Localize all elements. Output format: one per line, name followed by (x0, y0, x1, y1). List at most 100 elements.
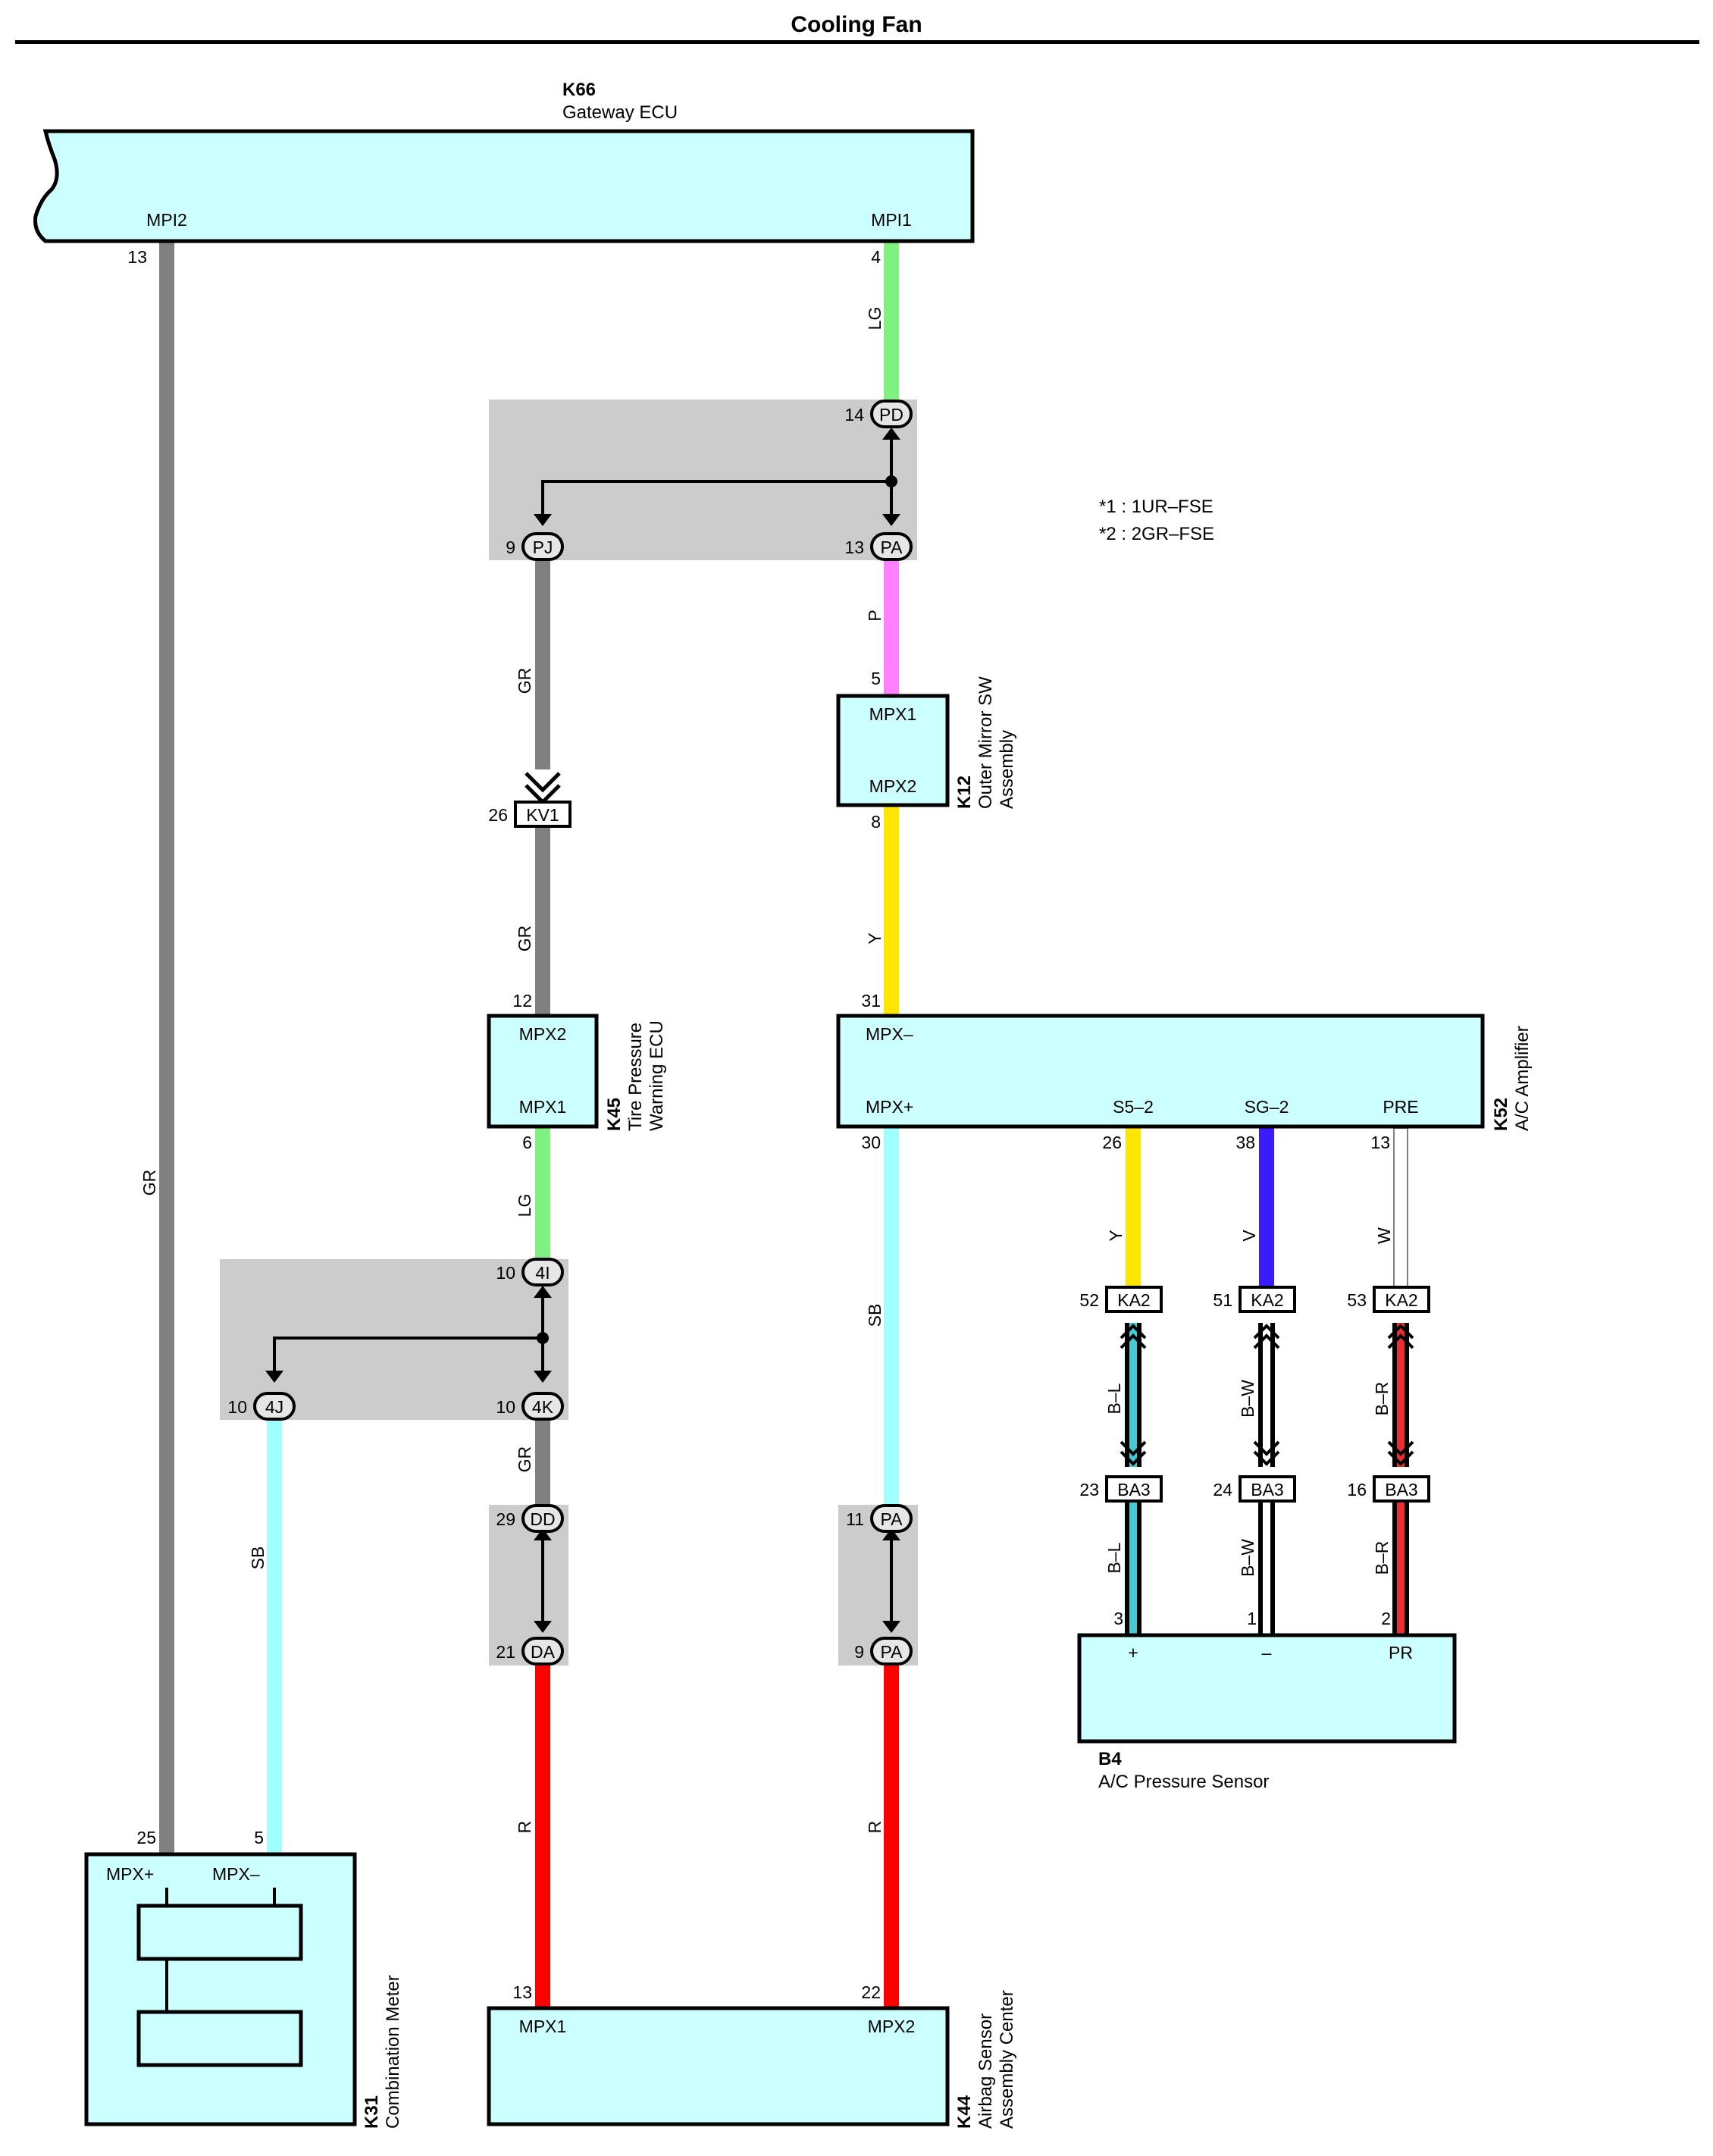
pin-k52-s5: 26 (1102, 1133, 1122, 1152)
k45-pin-mpx2: MPX2 (519, 1024, 567, 1044)
k52-pin-mpxm: MPX– (866, 1024, 913, 1044)
k44-pin-mpx1: MPX1 (519, 2017, 567, 2036)
wire-label-sb-k52: SB (865, 1304, 885, 1327)
connector-dd: DD 29 (496, 1504, 564, 1533)
wire-label-br-1: B–R (1372, 1382, 1392, 1416)
connector-ba3-16: BA3 16 (1347, 1475, 1430, 1503)
connector-da-name: DA (531, 1642, 556, 1662)
connector-4j-pin: 10 (227, 1397, 247, 1417)
wire-label-gr-dd: GR (515, 1446, 534, 1473)
wire-label-y-k52: Y (865, 932, 885, 944)
k31-pin-mpxm: MPX– (212, 1864, 260, 1884)
connector-pa2-name: PA (881, 1509, 903, 1529)
k31-desc: Combination Meter (383, 1975, 403, 2129)
wire-gr-main (159, 241, 174, 1854)
k12-desc1: Outer Mirror SW (976, 676, 996, 809)
k45-desc1: Tire Pressure (625, 1023, 646, 1131)
connector-4i-pin: 10 (496, 1263, 515, 1283)
connector-pa3-name: PA (881, 1642, 903, 1662)
notes: *1 : 1UR–FSE *2 : 2GR–FSE (1099, 497, 1214, 544)
wire-br-2 (1392, 1503, 1409, 1635)
k52-desc: A/C Amplifier (1512, 1026, 1533, 1131)
wire-gr-k45a (535, 561, 550, 769)
wire-label-sb-k31: SB (248, 1546, 268, 1570)
wire-gr-k45b (535, 826, 550, 1016)
kv1-arrow (525, 772, 561, 805)
connector-ka2c-pin: 53 (1347, 1290, 1367, 1310)
k52-pin-pre: PRE (1383, 1097, 1418, 1117)
wire-p (884, 561, 899, 696)
connector-ba3c-name: BA3 (1385, 1480, 1417, 1499)
wire-label-bw-1: B–W (1238, 1380, 1257, 1418)
wire-label-w-pre: W (1374, 1227, 1394, 1244)
title-rule (15, 40, 1699, 44)
k44-code: K44 (954, 2095, 975, 2129)
wire-label-br-2: B–R (1372, 1541, 1392, 1575)
component-k45: MPX2 MPX1 K45 Tire Pressure Warning ECU (487, 1014, 667, 1131)
pin-k52-pre: 13 (1370, 1133, 1390, 1152)
pin-k66-mpi1: 4 (871, 247, 881, 267)
wire-label-v-sg: V (1239, 1230, 1259, 1242)
k31-block-lower (136, 2010, 303, 2067)
component-k31: MPX+ MPX– K31 Combination Meter (84, 1852, 403, 2129)
k12-code: K12 (954, 776, 975, 809)
connector-ka2b-pin: 51 (1213, 1290, 1232, 1310)
diagram-title: Cooling Fan (791, 12, 922, 37)
component-k52: MPX– MPX+ S5–2 SG–2 PRE K52 A/C Amplifie… (836, 1014, 1533, 1131)
k12-pin-mpx2: MPX2 (869, 776, 917, 796)
wire-label-y-s5: Y (1106, 1230, 1126, 1241)
connector-pj-name: PJ (533, 537, 553, 557)
b4-code: B4 (1098, 1749, 1122, 1769)
k45-desc2: Warning ECU (647, 1020, 667, 1131)
connector-4k-name: 4K (532, 1397, 554, 1417)
connector-ka2-53: KA2 53 (1347, 1286, 1430, 1313)
connector-ba3c-pin: 16 (1347, 1480, 1367, 1499)
connector-ka2b-name: KA2 (1251, 1290, 1283, 1310)
connector-ka2-51: KA2 51 (1213, 1286, 1296, 1313)
connector-4k-pin: 10 (496, 1397, 515, 1417)
pin-b4-minus: 1 (1247, 1609, 1257, 1628)
k31-block-upper (136, 1904, 303, 1961)
connector-ba3-23: BA3 23 (1079, 1475, 1163, 1503)
pin-k44-mpx2: 22 (861, 1982, 881, 2002)
connector-ba3a-pin: 23 (1079, 1480, 1099, 1499)
note-1: *1 : 1UR–FSE (1099, 497, 1214, 517)
connector-pa-3: PA 9 (854, 1637, 913, 1666)
b4-desc: A/C Pressure Sensor (1098, 1772, 1269, 1792)
connector-4k: 4K 10 (496, 1392, 564, 1421)
pin-k31-plus: 25 (136, 1828, 156, 1847)
connector-ba3b-name: BA3 (1251, 1480, 1283, 1499)
wire-label-r-right: R (865, 1821, 885, 1834)
wire-w-pre (1393, 1127, 1408, 1288)
wire-label-bl-2: B–L (1104, 1542, 1124, 1573)
k52-code: K52 (1491, 1098, 1511, 1131)
pin-k45-in: 12 (512, 991, 532, 1011)
b4-pin-minus: – (1262, 1643, 1272, 1662)
connector-4j: 4J 10 (227, 1392, 296, 1421)
pin-k44-mpx1: 13 (512, 1982, 532, 2002)
connector-pd-name: PD (879, 405, 903, 425)
shielded-wire-bl-1 (1125, 1323, 1141, 1467)
wire-y-k52 (884, 805, 899, 1016)
wire-bw-2 (1258, 1503, 1275, 1635)
k52-pin-sg: SG–2 (1245, 1097, 1289, 1117)
wire-label-bw-2: B–W (1238, 1539, 1257, 1577)
k44-desc2: Assembly Center (997, 1990, 1017, 2129)
pin-k52-mpxp: 30 (861, 1133, 881, 1152)
component-k12: MPX1 MPX2 K12 Outer Mirror SW Assembly (836, 676, 1017, 809)
wire-y-s5 (1126, 1128, 1141, 1287)
component-b4: + – PR B4 A/C Pressure Sensor (1077, 1633, 1457, 1792)
connector-ba3-24: BA3 24 (1213, 1475, 1296, 1503)
connector-ka2c-name: KA2 (1385, 1290, 1417, 1310)
connector-kv1: KV1 26 (488, 801, 572, 828)
pin-k12-in: 5 (871, 669, 881, 688)
wire-label-gr-k45a: GR (515, 668, 534, 694)
connector-pa3-pin: 9 (854, 1642, 864, 1662)
k12-desc2: Assembly (997, 730, 1017, 809)
wire-gr-dd (535, 1420, 550, 1506)
wire-bl-2 (1125, 1503, 1141, 1635)
connector-da-pin: 21 (496, 1642, 515, 1662)
wire-lg-k45 (535, 1128, 550, 1261)
k66-pin-mpi1: MPI1 (871, 210, 912, 230)
pin-k66-mpi2: 13 (127, 247, 147, 267)
